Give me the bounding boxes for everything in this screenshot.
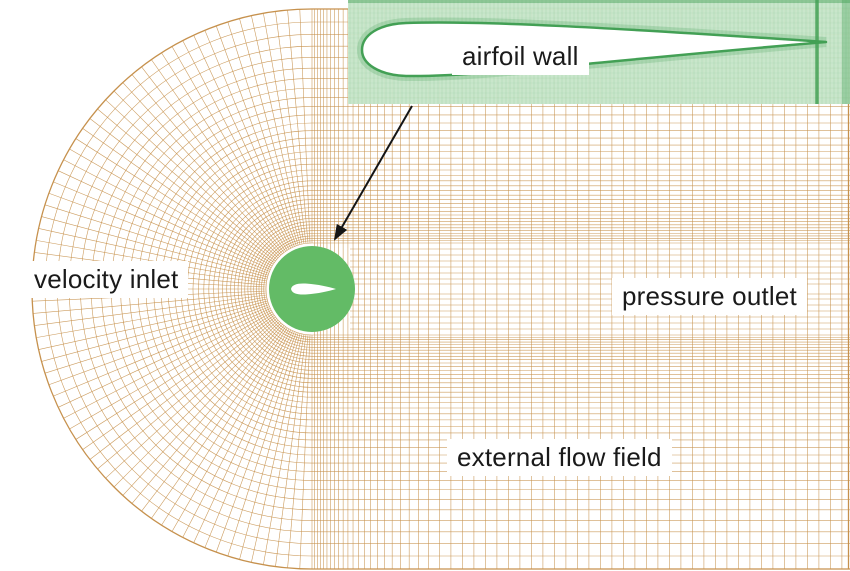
mesh-radial-line [36, 296, 267, 338]
mesh-radial-line [151, 59, 286, 252]
mesh-radial-line [89, 118, 276, 262]
mesh-radial-line [263, 334, 305, 565]
mesh-radial-line [82, 315, 275, 450]
mesh-radial-line [227, 21, 299, 246]
mesh-radial-line [58, 308, 271, 408]
mesh-radial-line [239, 18, 301, 245]
mesh-radial-line [36, 240, 267, 282]
mesh-radial-line [89, 316, 276, 460]
mesh-radial-line [75, 313, 274, 440]
mesh-radial-line [275, 11, 307, 244]
mesh-radial-line [141, 325, 285, 512]
mesh-radial-line [287, 334, 309, 568]
mesh-radial-line [34, 294, 267, 326]
inset-right-edge-band [842, 0, 850, 104]
mesh-radial-line [48, 192, 269, 274]
mesh-radial-line [193, 330, 293, 543]
airfoil-silhouette [291, 283, 336, 295]
mesh-radial-line [299, 9, 311, 244]
mesh-radial-line [97, 318, 277, 470]
mesh-radial-line [251, 333, 303, 563]
airfoil-near-field [269, 246, 355, 332]
mesh-radial-line [97, 108, 277, 260]
mesh-radial-line [33, 292, 267, 314]
label-airfoil-wall: airfoil wall [452, 38, 589, 75]
mesh-radial-line [171, 46, 290, 250]
mesh-radial-line [113, 90, 280, 257]
mesh-radial-line [161, 52, 288, 251]
mesh-radial-line [151, 326, 286, 519]
mesh-radial-line [38, 228, 268, 280]
mesh-radial-line [122, 82, 282, 256]
mesh-radial-line [63, 309, 272, 419]
mesh-radial-line [215, 25, 297, 246]
mesh-radial-line [63, 159, 272, 269]
mesh-radial-line [204, 30, 295, 247]
mesh-radial-line [44, 302, 269, 374]
mesh-radial-line [113, 321, 280, 488]
mesh-radial-line [299, 334, 311, 569]
mesh-radial-line [263, 13, 305, 244]
mesh-radial-line [193, 35, 293, 248]
mesh-radial-line [287, 10, 309, 244]
mesh-radial-line [251, 15, 303, 245]
mesh-radial-line [161, 327, 288, 526]
mesh-radial-line [44, 204, 269, 276]
mesh-radial-line [48, 304, 269, 386]
mesh-radial-line [204, 331, 295, 548]
mesh-radial-line [171, 328, 290, 532]
mesh-radial-line [182, 40, 292, 249]
mesh-radial-line [38, 298, 268, 350]
mesh-radial-line [227, 332, 299, 557]
mesh-radial-line [182, 329, 292, 538]
mesh-radial-line [69, 311, 273, 430]
mesh-radial-line [58, 170, 271, 270]
label-pressure-outlet: pressure outlet [612, 278, 807, 315]
mesh-radial-line [131, 74, 283, 254]
label-velocity-inlet: velocity inlet [24, 261, 189, 298]
arrow-line [333, 105, 413, 241]
mesh-radial-line [53, 306, 270, 397]
airfoil-inset-panel [348, 0, 850, 104]
inset-top-edge-band [348, 0, 850, 3]
mesh-radial-line [141, 66, 285, 253]
mesh-radial-line [215, 332, 297, 553]
mesh-radial-line [105, 99, 279, 259]
mesh-radial-line [53, 181, 270, 272]
mesh-radial-line [131, 324, 283, 504]
mesh-radial-line [41, 300, 268, 362]
mesh-radial-line [41, 216, 268, 278]
mesh-radial-line [75, 138, 274, 265]
label-external-flow-field: external flow field [447, 439, 672, 476]
mesh-radial-line [239, 333, 301, 560]
mesh-radial-line [275, 334, 307, 567]
mesh-radial-line [82, 128, 275, 263]
mesh-radial-line [69, 148, 273, 267]
mesh-radial-line [122, 322, 282, 496]
mesh-radial-line [105, 319, 279, 479]
inset-callout-arrow [333, 105, 413, 241]
